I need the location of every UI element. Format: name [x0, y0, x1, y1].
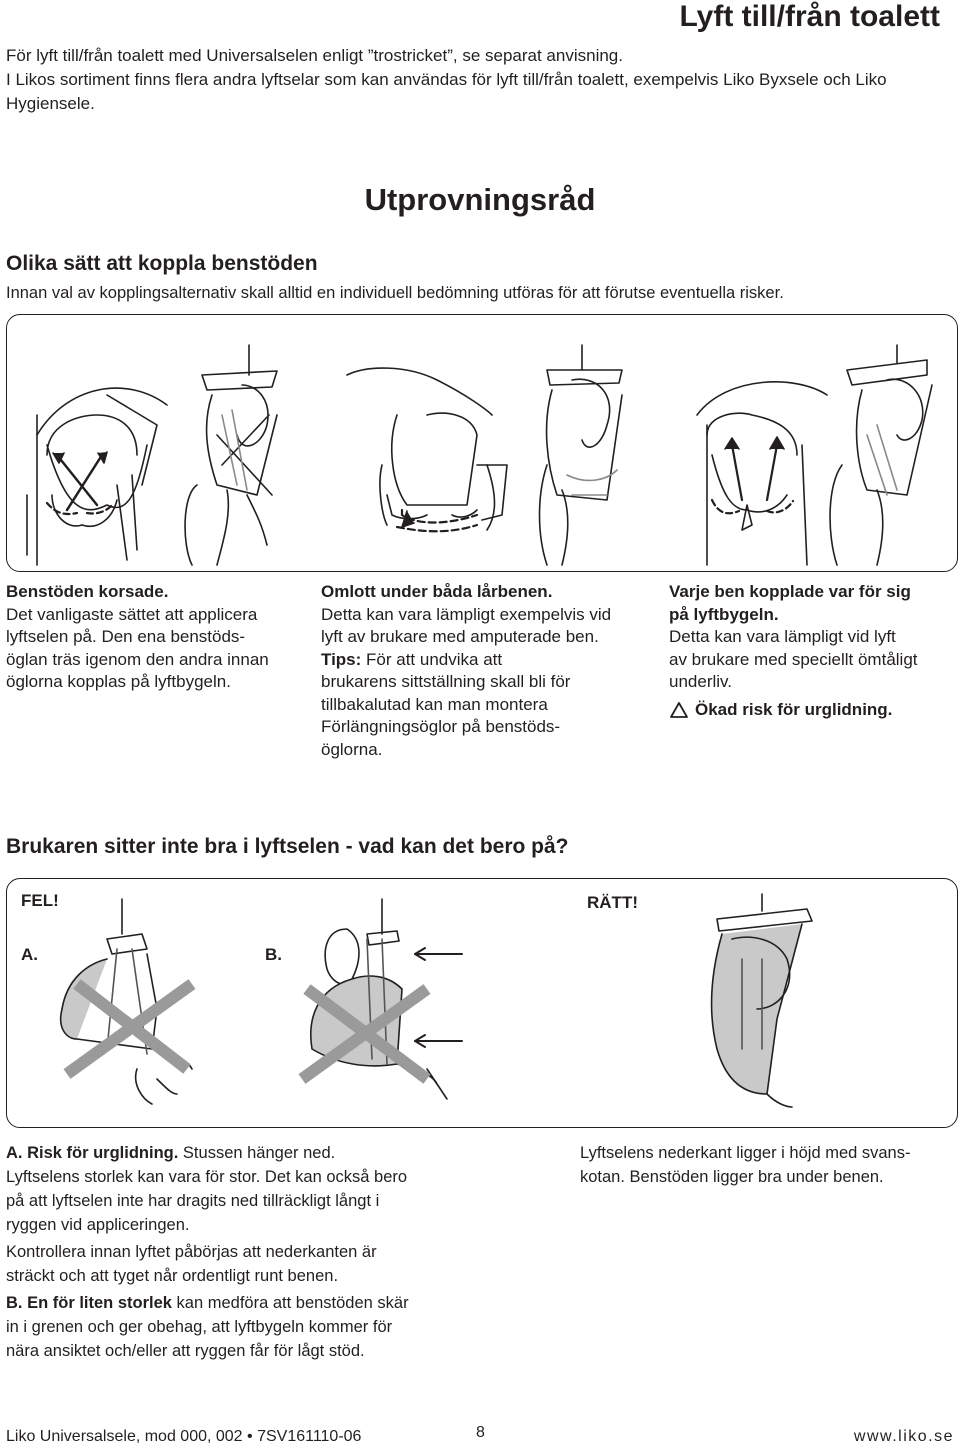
- p3-bold: B. En för liten storlek: [6, 1294, 172, 1312]
- section-lead: Innan val av kopplingsalternativ skall a…: [6, 284, 784, 302]
- col3-line: av brukare med speciellt ömtåligt: [669, 649, 918, 669]
- right-line: kotan. Benstöden ligger bra under benen.: [580, 1168, 884, 1186]
- col3-warning: Ökad risk för urglidning.: [695, 699, 893, 719]
- col1-line: öglan träs igenom den andra innan: [6, 649, 269, 669]
- right-line: Lyftselens nederkant ligger i höjd med s…: [580, 1144, 911, 1162]
- label-b: B.: [265, 945, 282, 964]
- warning-triangle-icon: [670, 701, 688, 718]
- figure-b-pressure-arrows: [414, 947, 463, 1048]
- col2-tips-line: öglorna.: [321, 739, 383, 759]
- col2-tips-line: tillbakalutad kan man montera: [321, 694, 548, 714]
- correct-fit-text: Lyftselens nederkant ligger i höjd med s…: [580, 1141, 955, 1189]
- col2-tips-line: brukarens sittställning skall bli för: [321, 672, 571, 691]
- col1-line: lyftselen på. Den ena benstöds-: [6, 627, 246, 646]
- figure-correct-fit: [710, 893, 813, 1108]
- col1-line: Det vanligaste sättet att applicera: [6, 604, 258, 624]
- col3-title: Varje ben kopplade var för sig: [669, 582, 911, 601]
- col2-tips-line: Förlängningsöglor på benstöds-: [321, 717, 561, 736]
- figure-wrapped-seated: [538, 344, 623, 566]
- col2-title: Omlott under båda lårbenen.: [321, 582, 553, 601]
- fit-problems-text: A. Risk för urglidning. Stussen hänger n…: [6, 1141, 566, 1363]
- figure-separate-legs: [696, 381, 828, 566]
- column-wrapped: Omlott under båda lårbenen. Detta kan va…: [321, 581, 651, 761]
- intro-line-2: I Likos sortiment finns flera andra lyft…: [6, 70, 887, 113]
- right-label: RÄTT!: [587, 893, 638, 912]
- column-separate: Varje ben kopplade var för sig på lyftby…: [669, 581, 959, 721]
- col3-line: Detta kan vara lämpligt vid lyft: [669, 627, 896, 646]
- p3-line: in i grenen och ger obehag, att lyftbyge…: [6, 1318, 393, 1336]
- section2-heading: Brukaren sitter inte bra i lyftselen - v…: [6, 835, 569, 858]
- figure-b-cross-mark: [298, 984, 431, 1084]
- column-crossed: Benstöden korsade. Det vanligaste sättet…: [6, 581, 306, 694]
- p1-bold: A. Risk för urglidning.: [6, 1144, 179, 1162]
- label-a: A.: [21, 945, 38, 964]
- section-heading-utprovning: Utprovningsråd: [364, 182, 596, 217]
- col1-line: öglorna kopplas på lyftbygeln.: [6, 672, 231, 691]
- p2-line: Kontrollera innan lyftet påbörjas att ne…: [6, 1243, 377, 1261]
- col1-title: Benstöden korsade.: [6, 582, 169, 601]
- intro-line-1: För lyft till/från toalett med Universal…: [6, 46, 623, 65]
- footer-website-link[interactable]: www.liko.se: [853, 1428, 954, 1445]
- figure-separate-legs-seated: [829, 344, 933, 566]
- p1-line: ryggen vid appliceringen.: [6, 1216, 190, 1234]
- p1-line: på att lyftselen inte har dragits ned ti…: [6, 1192, 380, 1210]
- col3-line: underliv.: [669, 672, 732, 691]
- col3-title: på lyftbygeln.: [669, 604, 779, 624]
- section-subheading: Olika sätt att koppla benstöden: [6, 252, 318, 275]
- figure-crossed-legs-seated: [184, 344, 278, 566]
- p1-line: Lyftselens storlek kan vara för stor. De…: [6, 1168, 408, 1186]
- footer-document-id: Liko Universalsele, mod 000, 002 • 7SV16…: [6, 1428, 362, 1445]
- figure-a-cross-mark: [63, 979, 196, 1079]
- p3-line: nära ansiktet och/eller att ryggen får f…: [6, 1342, 365, 1360]
- wrong-label: FEL!: [21, 891, 59, 910]
- figure-wrapped-under-thighs: [346, 367, 508, 533]
- col2-tips-label: Tips:: [321, 649, 362, 669]
- p3-rest: kan medföra att benstöden skär: [171, 1294, 409, 1312]
- leg-support-illustration-panel: [6, 314, 958, 572]
- col2-line: Detta kan vara lämpligt exempelvis vid: [321, 604, 612, 624]
- col2-tips-first: För att undvika att: [361, 649, 503, 669]
- p2-line: sträckt och att tyget når ordentligt run…: [6, 1267, 339, 1285]
- leg-support-illustrations: [26, 344, 933, 566]
- intro-text: För lyft till/från toalett med Universal…: [6, 44, 946, 116]
- sling-fit-illustration-panel: FEL! RÄTT! A. B.: [6, 878, 958, 1128]
- figure-b-too-small: [310, 898, 448, 1100]
- sling-fit-illustrations: [59, 893, 813, 1108]
- figure-crossed-legs: [26, 387, 168, 566]
- col2-line: lyft av brukare med amputerade ben.: [321, 627, 599, 646]
- p1-rest: Stussen hänger ned.: [178, 1144, 336, 1162]
- page-title: Lyft till/från toalett: [679, 0, 940, 33]
- footer-page-number: 8: [476, 1424, 485, 1441]
